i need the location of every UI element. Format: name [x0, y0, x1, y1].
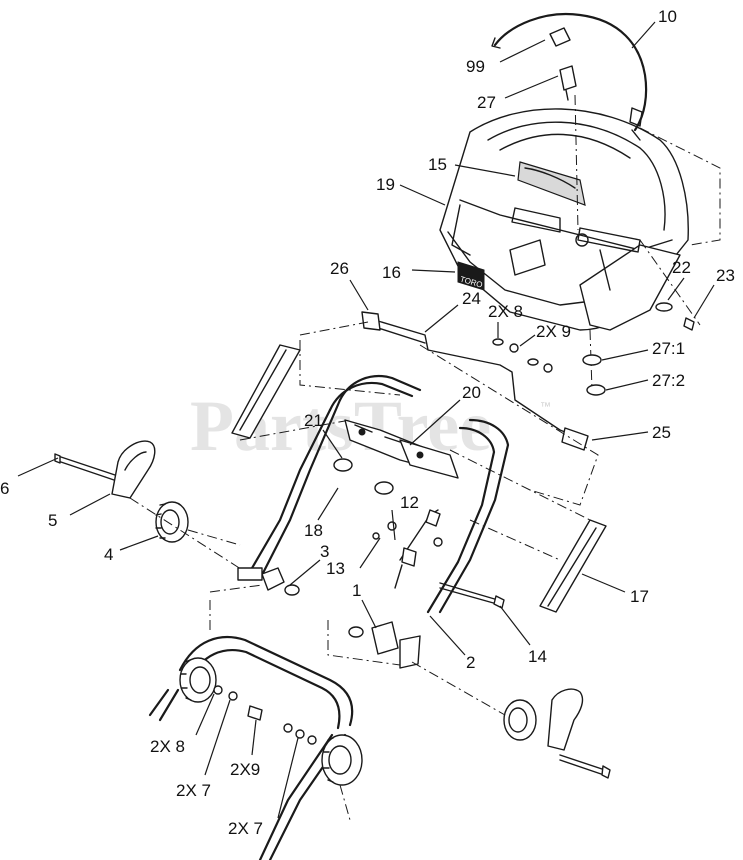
callout-21: 21	[304, 411, 323, 430]
callout-6: 6	[0, 479, 9, 498]
knob-lower-left	[179, 657, 217, 703]
callout-2x7-lower: 2X 7	[176, 781, 211, 800]
knob-right-assembly	[503, 688, 611, 779]
leader-lines	[17, 21, 715, 819]
grip-17	[539, 519, 607, 613]
callout-23: 23	[716, 266, 735, 285]
pin-6	[54, 453, 116, 481]
callout-3: 3	[320, 542, 329, 561]
knob-4	[155, 501, 189, 543]
cable-24	[367, 317, 576, 437]
knob-21	[333, 458, 353, 472]
grommet-27-2	[586, 384, 606, 396]
callout-10: 10	[658, 7, 677, 26]
washer-13	[387, 521, 397, 531]
washer-7-lower	[228, 691, 238, 701]
callout-18: 18	[304, 521, 323, 540]
callout-labels: 10 99 27 15 19 16 26 24 2X 8 2X 9 22 23 …	[0, 7, 735, 838]
callout-25: 25	[652, 423, 671, 442]
clip-99	[549, 27, 571, 47]
grip-left	[231, 344, 301, 439]
callout-2x9-lower: 2X9	[230, 760, 260, 779]
washer-7-lower-b	[283, 723, 293, 733]
handle-shroud-19	[439, 108, 689, 331]
upper-handle-20	[246, 374, 510, 614]
nut-9-lower	[247, 705, 263, 721]
callout-24: 24	[462, 289, 481, 308]
control-bail-10	[491, 12, 648, 141]
callout-2x9-upper: 2X 9	[536, 322, 571, 341]
callout-26: 26	[330, 259, 349, 278]
callout-22: 22	[672, 258, 691, 277]
callout-14: 14	[528, 647, 547, 666]
plug-27	[559, 65, 577, 101]
screw-23	[683, 317, 695, 331]
knob-lower-right	[321, 734, 363, 786]
nut-9-upper	[509, 343, 519, 353]
callout-27-1: 27:1	[652, 339, 685, 358]
cam-lever-5	[111, 440, 156, 499]
callout-5: 5	[48, 511, 57, 530]
callout-16: 16	[382, 263, 401, 282]
nut-9-upper-b	[543, 363, 553, 373]
watermark-trademark: ™	[540, 401, 551, 413]
washer-8-upper-b	[527, 358, 539, 366]
washer-8-lower	[213, 685, 223, 695]
callout-2x8-upper: 2X 8	[488, 302, 523, 321]
callout-4: 4	[104, 545, 113, 564]
callout-99: 99	[466, 57, 485, 76]
callout-13: 13	[326, 559, 345, 578]
callout-19: 19	[376, 175, 395, 194]
cable-clip-26	[361, 311, 381, 331]
knob-21b	[374, 481, 394, 495]
callout-17: 17	[630, 587, 649, 606]
bracket-3	[237, 567, 300, 596]
callout-2x7-lower-b: 2X 7	[228, 819, 263, 838]
callout-15: 15	[428, 155, 447, 174]
grommet-27-1	[582, 354, 602, 366]
washer-8-upper	[492, 338, 504, 346]
callout-2x8-lower: 2X 8	[150, 737, 185, 756]
cable-end-25	[561, 427, 589, 451]
lever-assembly-12-13	[372, 509, 443, 589]
callout-27: 27	[477, 93, 496, 112]
bracket-1	[348, 621, 421, 669]
decal-15	[517, 161, 586, 206]
callout-1: 1	[352, 581, 361, 600]
callout-27-2: 27:2	[652, 371, 685, 390]
callout-12: 12	[400, 493, 419, 512]
washer-22	[655, 302, 673, 312]
callout-2: 2	[466, 653, 475, 672]
callout-20: 20	[462, 383, 481, 402]
